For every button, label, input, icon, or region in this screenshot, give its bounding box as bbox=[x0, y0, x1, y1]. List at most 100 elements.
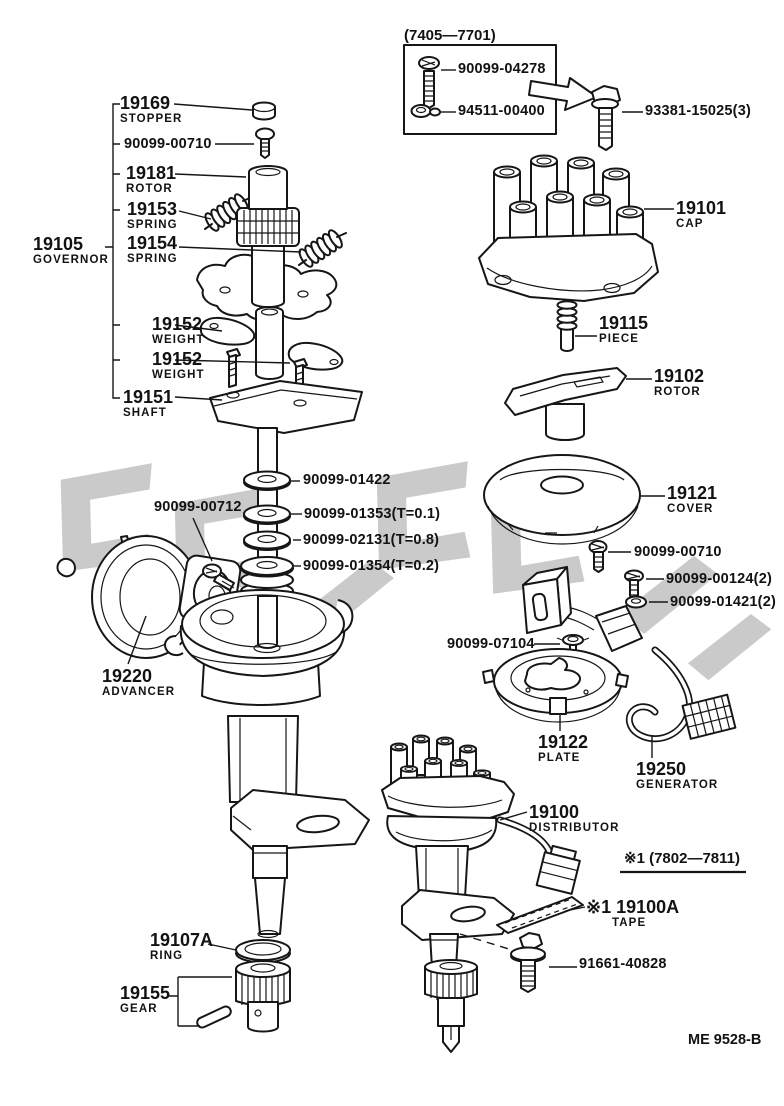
part-name: GEAR bbox=[120, 1003, 158, 1015]
part-number: 90099-01421(2) bbox=[670, 594, 776, 610]
part-name: DISTRIBUTOR bbox=[529, 822, 620, 834]
part-number: 19153 bbox=[127, 199, 178, 219]
cover-part bbox=[483, 454, 641, 545]
part-name: GOVERNOR bbox=[33, 254, 109, 266]
callout-19115: 19115 PIECE bbox=[599, 314, 648, 346]
callout-19152-b: 19152 WEIGHT bbox=[152, 350, 205, 382]
callout-90099-04278: 90099-04278 bbox=[458, 62, 546, 77]
bolt-91661-part bbox=[510, 932, 546, 993]
part-name: CAP bbox=[676, 218, 704, 230]
distributor-assembly-part bbox=[381, 734, 581, 1053]
callout-90099-01353: 90099-01353(T=0.1) bbox=[304, 507, 440, 522]
figure-code: ME 9528-B bbox=[688, 1032, 762, 1048]
part-number: 19154 bbox=[127, 233, 178, 253]
callout-19181: 19181 ROTOR bbox=[126, 164, 176, 196]
part-name: TAPE bbox=[612, 917, 647, 929]
part-name: ROTOR bbox=[654, 386, 701, 398]
part-number: 90099-01353(T=0.1) bbox=[304, 506, 441, 522]
callout-19250: 19250 GENERATOR bbox=[636, 760, 718, 792]
part-number: 90099-07104 bbox=[447, 636, 535, 652]
callout-19151: 19151 SHAFT bbox=[123, 388, 173, 420]
piece-part bbox=[556, 300, 578, 352]
part-number: 90099-00124(2) bbox=[666, 571, 772, 587]
callout-19100: 19100 DISTRIBUTOR bbox=[529, 803, 619, 835]
nut-icon bbox=[410, 104, 441, 118]
part-number: 90099-00710 bbox=[634, 544, 722, 560]
rotor-shaft-part bbox=[236, 165, 300, 308]
callout-90099-00710-right: 90099-00710 bbox=[634, 545, 722, 560]
callout-19169: 19169 STOPPER bbox=[120, 94, 182, 126]
callout-19220: 19220 ADVANCER bbox=[102, 667, 175, 699]
callout-19154: 19154 SPRING bbox=[127, 234, 178, 266]
arrow-icon bbox=[528, 77, 598, 111]
callout-91661-40828: 91661-40828 bbox=[579, 957, 667, 972]
part-number: 19115 bbox=[599, 313, 649, 333]
part-number: 90099-04278 bbox=[458, 61, 546, 77]
generator-assembly-part bbox=[522, 566, 737, 743]
callout-19107A: 19107A RING bbox=[150, 931, 213, 963]
part-name: WEIGHT bbox=[152, 334, 205, 346]
screw-00710-part bbox=[588, 540, 608, 573]
part-number: 19107A bbox=[150, 930, 214, 950]
part-number: 19122 bbox=[538, 732, 589, 752]
part-name: GENERATOR bbox=[636, 779, 719, 791]
callout-90099-01422: 90099-01422 bbox=[303, 473, 391, 488]
part-number: 91661-40828 bbox=[579, 956, 667, 972]
gear-part bbox=[196, 960, 291, 1033]
part-number: 19101 bbox=[676, 198, 727, 218]
part-number: 19102 bbox=[654, 366, 705, 386]
callout-19153: 19153 SPRING bbox=[127, 200, 178, 232]
part-number: 19151 bbox=[123, 387, 174, 407]
part-number: 90099-01422 bbox=[303, 472, 391, 488]
part-number: 19152 bbox=[152, 349, 203, 369]
part-number: 94511-00400 bbox=[458, 103, 545, 119]
callout-94511-00400: 94511-00400 bbox=[458, 104, 545, 119]
part-number: 19100A bbox=[616, 897, 680, 917]
footnote-mark: ※1 bbox=[586, 897, 612, 917]
part-number: 19169 bbox=[120, 93, 171, 113]
ring-part bbox=[235, 939, 291, 964]
part-number: 19121 bbox=[667, 483, 718, 503]
callout-90099-07104: 90099-07104 bbox=[447, 637, 535, 652]
part-number: 19105 bbox=[33, 234, 84, 254]
callout-90099-00124: 90099-00124(2) bbox=[666, 572, 772, 587]
stopper-part bbox=[252, 101, 276, 121]
callout-90099-02131: 90099-02131(T=0.8) bbox=[303, 533, 439, 548]
bolt-00124-part bbox=[624, 569, 644, 600]
part-name: ROTOR bbox=[126, 183, 173, 195]
part-number: 90099-00710 bbox=[124, 136, 212, 152]
callout-19101: 19101 CAP bbox=[676, 199, 726, 231]
tape-part bbox=[496, 896, 584, 934]
part-number: 90099-00712 bbox=[154, 499, 242, 515]
callout-90099-00710-left: 90099-00710 bbox=[124, 137, 212, 152]
part-number: 93381-15025(3) bbox=[645, 103, 751, 119]
leader-lines bbox=[105, 69, 746, 1027]
washer-01421-part bbox=[625, 595, 647, 609]
callout-93381-15025: 93381-15025(3) bbox=[645, 104, 751, 119]
breaker-plate-part bbox=[482, 648, 629, 723]
part-name: WEIGHT bbox=[152, 369, 205, 381]
callout-19105: 19105 GOVERNOR bbox=[33, 235, 109, 267]
part-number: 19152 bbox=[152, 314, 203, 334]
inset-title: (7405—7701) bbox=[404, 27, 496, 44]
bolt-93381-part bbox=[591, 85, 621, 151]
revision-note: ※1 (7802—7811) bbox=[624, 850, 740, 867]
callout-19122: 19122 PLATE bbox=[538, 733, 588, 765]
part-number: 90099-01354(T=0.2) bbox=[303, 558, 440, 574]
part-number: 19155 bbox=[120, 983, 171, 1003]
screw-upper-part bbox=[255, 127, 275, 159]
callout-90099-00712: 90099-00712 bbox=[154, 500, 242, 515]
part-number: 19181 bbox=[126, 163, 177, 183]
part-name: PIECE bbox=[599, 333, 640, 345]
part-name: STOPPER bbox=[120, 113, 183, 125]
inset-box bbox=[403, 44, 557, 135]
callout-19155: 19155 GEAR bbox=[120, 984, 170, 1016]
callout-19152-a: 19152 WEIGHT bbox=[152, 315, 205, 347]
callout-90099-01354: 90099-01354(T=0.2) bbox=[303, 559, 439, 574]
rotor-head-part bbox=[504, 367, 627, 441]
callout-19102: 19102 ROTOR bbox=[654, 367, 704, 399]
part-number: 90099-02131(T=0.8) bbox=[303, 532, 440, 548]
part-name: SPRING bbox=[127, 219, 178, 231]
part-number: 19250 bbox=[636, 759, 687, 779]
